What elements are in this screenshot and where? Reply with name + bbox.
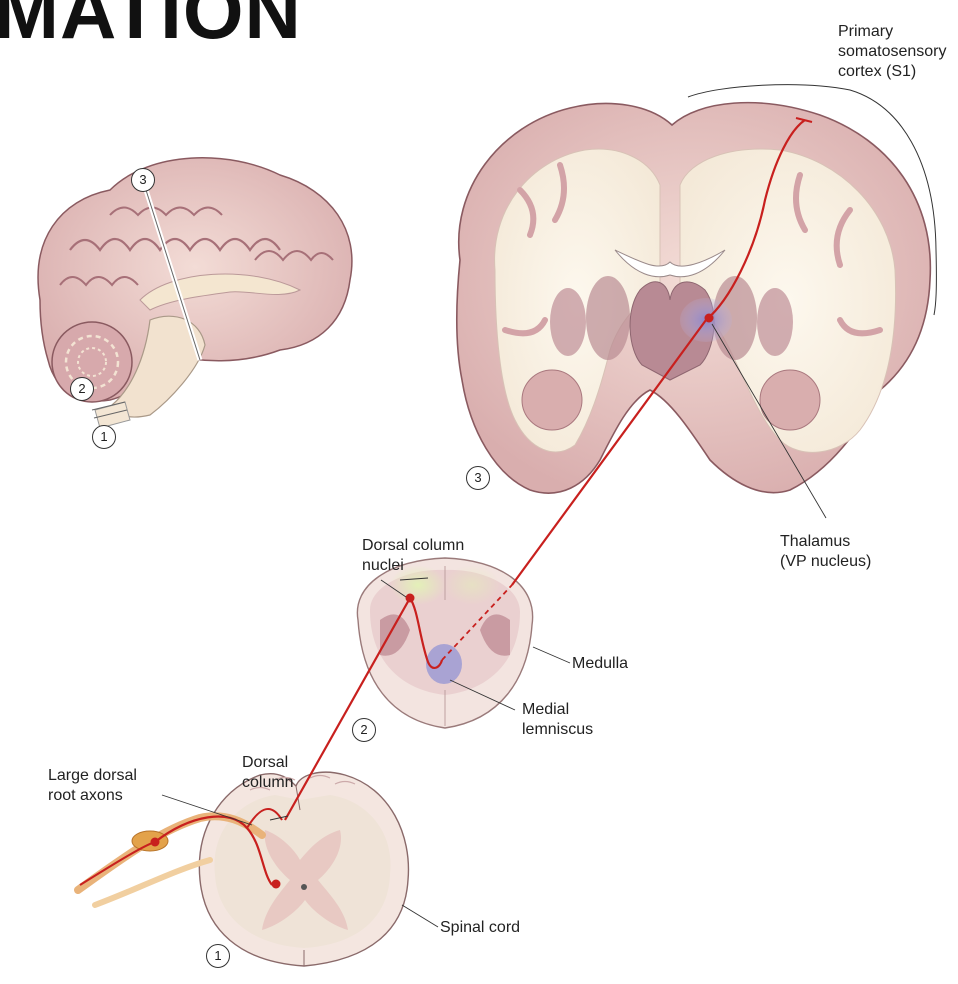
label-primary-somatosensory-cortex: Primary somatosensory cortex (S1): [838, 23, 947, 80]
dorsal-column-medial-lemniscus-pathway: [79, 117, 813, 889]
label-medial-lemniscus: Medial lemniscus: [522, 701, 594, 738]
marker-coronal-section-3: 3: [466, 466, 490, 490]
label-dorsal-column-nuclei: Dorsal column nuclei: [362, 537, 465, 574]
label-large-dorsal-root-axons: Large dorsal root axons: [48, 767, 137, 804]
page-heading: MATION: [0, 0, 302, 55]
label-dorsal-column: Dorsal column: [242, 754, 294, 791]
sagittal-brain-illustration: [37, 157, 353, 429]
marker-spinal-section-1: 1: [206, 944, 230, 968]
s1-bracket: [687, 84, 937, 316]
marker-sagittal-section-1: 1: [92, 425, 116, 449]
leader-lines: [161, 323, 827, 928]
label-thalamus-vp-nucleus: Thalamus (VP nucleus): [780, 533, 872, 570]
label-spinal-cord: Spinal cord: [440, 919, 521, 936]
spinal-cord-illustration: [198, 771, 410, 967]
label-medulla: Medulla: [572, 655, 629, 672]
marker-medulla-section-2: 2: [352, 718, 376, 742]
coronal-section-illustration: [456, 101, 932, 494]
marker-sagittal-section-3: 3: [131, 168, 155, 192]
medulla-section-illustration: [356, 557, 534, 729]
marker-sagittal-section-2: 2: [70, 377, 94, 401]
